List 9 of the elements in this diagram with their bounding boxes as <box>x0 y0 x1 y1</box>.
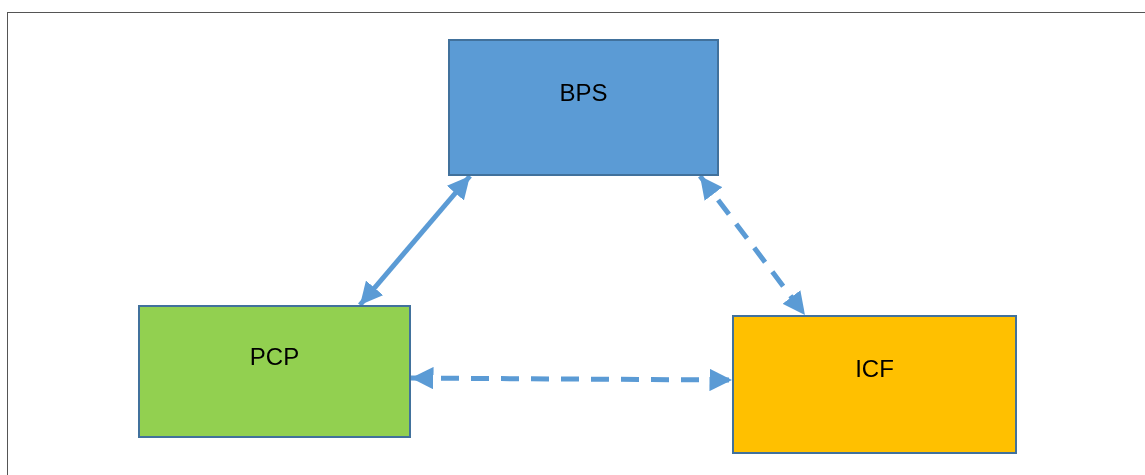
double-arrow <box>358 174 472 307</box>
box-label: PCP <box>248 343 301 371</box>
double-arrow <box>698 174 807 317</box>
double-arrow <box>411 366 732 392</box>
process-box <box>732 315 1017 454</box>
process-box <box>138 305 411 438</box>
box-label: BPS <box>558 79 609 107</box>
process-box <box>448 39 719 176</box>
box-label: ICF <box>854 355 895 383</box>
